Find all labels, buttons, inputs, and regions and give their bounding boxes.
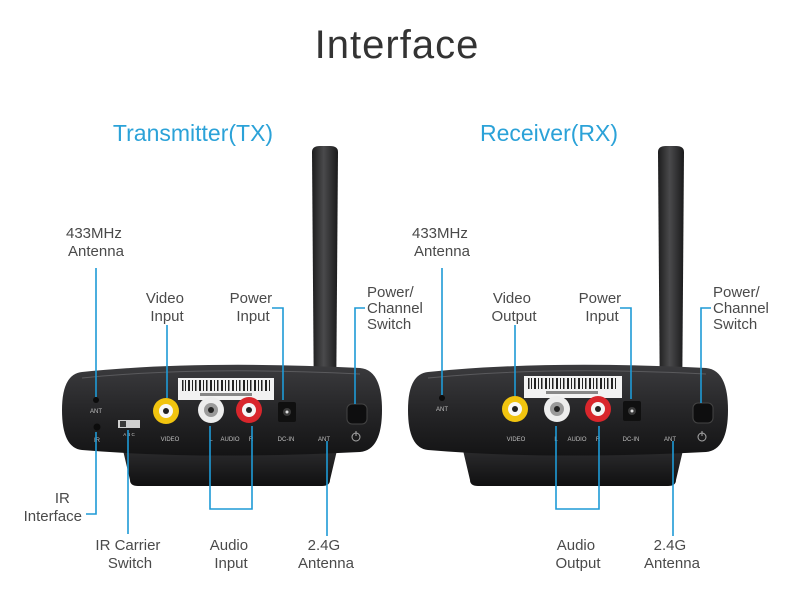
transmitter-dcin-label: DC-IN — [278, 437, 295, 443]
receiver-433-antenna-port — [439, 395, 445, 401]
receiver-power-channel-button — [692, 402, 714, 442]
transmitter-stand — [122, 446, 338, 486]
callout-tx-ir-interface: IR Interface — [24, 490, 82, 525]
receiver-video-output-jack — [502, 396, 528, 422]
callout-rx-audio-output: Audio Output — [555, 537, 601, 572]
transmitter-ant2-label: ANT — [318, 437, 330, 443]
receiver-dcin-label: DC-IN — [623, 437, 640, 443]
transmitter-audio-r-jack — [236, 397, 262, 423]
transmitter-l-label: L — [209, 437, 213, 443]
transmitter-video-label: VIDEO — [161, 437, 180, 443]
transmitter-ant-label: ANT — [90, 409, 102, 415]
callout-tx-2-4g-antenna: 2.4G Antenna — [298, 537, 355, 572]
callout-rx-power-channel-switch: Power/ Channel Switch — [713, 284, 773, 333]
receiver-unit: Receiver(RX) — [408, 120, 773, 572]
callout-rx-433-antenna: 433MHz Antenna — [412, 225, 472, 260]
receiver-ant-label: ANT — [436, 407, 448, 413]
receiver-barcode-label — [524, 376, 622, 398]
receiver-audio-l-jack — [544, 396, 570, 422]
callout-rx-power-input: Power Input — [579, 290, 626, 325]
callout-tx-power-channel-switch: Power/ Channel Switch — [367, 284, 427, 333]
callout-tx-ir-carrier-switch: IR Carrier Switch — [95, 537, 164, 572]
callout-tx-power-input: Power Input — [230, 290, 277, 325]
transmitter-audio-label: AUDIO — [220, 437, 239, 443]
callout-tx-audio-input: Audio Input — [210, 537, 253, 572]
receiver-audio-label: AUDIO — [567, 437, 586, 443]
leader-rx-power — [620, 307, 632, 399]
transmitter-video-input-jack — [153, 398, 179, 424]
callout-rx-video-output: Video Output — [491, 290, 537, 325]
transmitter-power-channel-button — [346, 403, 368, 442]
transmitter-ir-jack — [93, 423, 101, 431]
leader-tx-power — [272, 307, 284, 400]
leader-rx-switch — [700, 307, 711, 403]
callout-tx-433-antenna: 433MHz Antenna — [66, 225, 126, 260]
transmitter-433-antenna-port — [93, 397, 99, 403]
receiver-ant2-label: ANT — [664, 437, 676, 443]
leader-tx-audio — [209, 426, 253, 510]
leader-tx-ir — [86, 432, 97, 515]
receiver-video-label: VIDEO — [507, 437, 526, 443]
transmitter-abc-label: A B C — [123, 432, 135, 437]
receiver-stand — [462, 446, 684, 486]
page-title: Interface — [315, 23, 480, 67]
transmitter-dc-in-jack — [278, 402, 296, 422]
receiver-heading: Receiver(RX) — [480, 120, 618, 146]
receiver-audio-r-jack — [585, 396, 611, 422]
transmitter-unit: Transmitter(TX) — [24, 120, 427, 572]
transmitter-ir-label: IR — [94, 438, 101, 444]
receiver-dc-in-jack — [623, 401, 641, 421]
callout-rx-2-4g-antenna: 2.4G Antenna — [644, 537, 701, 572]
transmitter-heading: Transmitter(TX) — [113, 120, 273, 146]
transmitter-audio-l-jack — [198, 397, 224, 423]
transmitter-ir-carrier-switch — [118, 420, 140, 428]
leader-tx-switch — [354, 307, 365, 404]
transmitter-barcode-label — [178, 378, 274, 400]
leader-rx-audio — [555, 426, 600, 510]
callout-tx-video-input: Video Input — [146, 290, 188, 325]
